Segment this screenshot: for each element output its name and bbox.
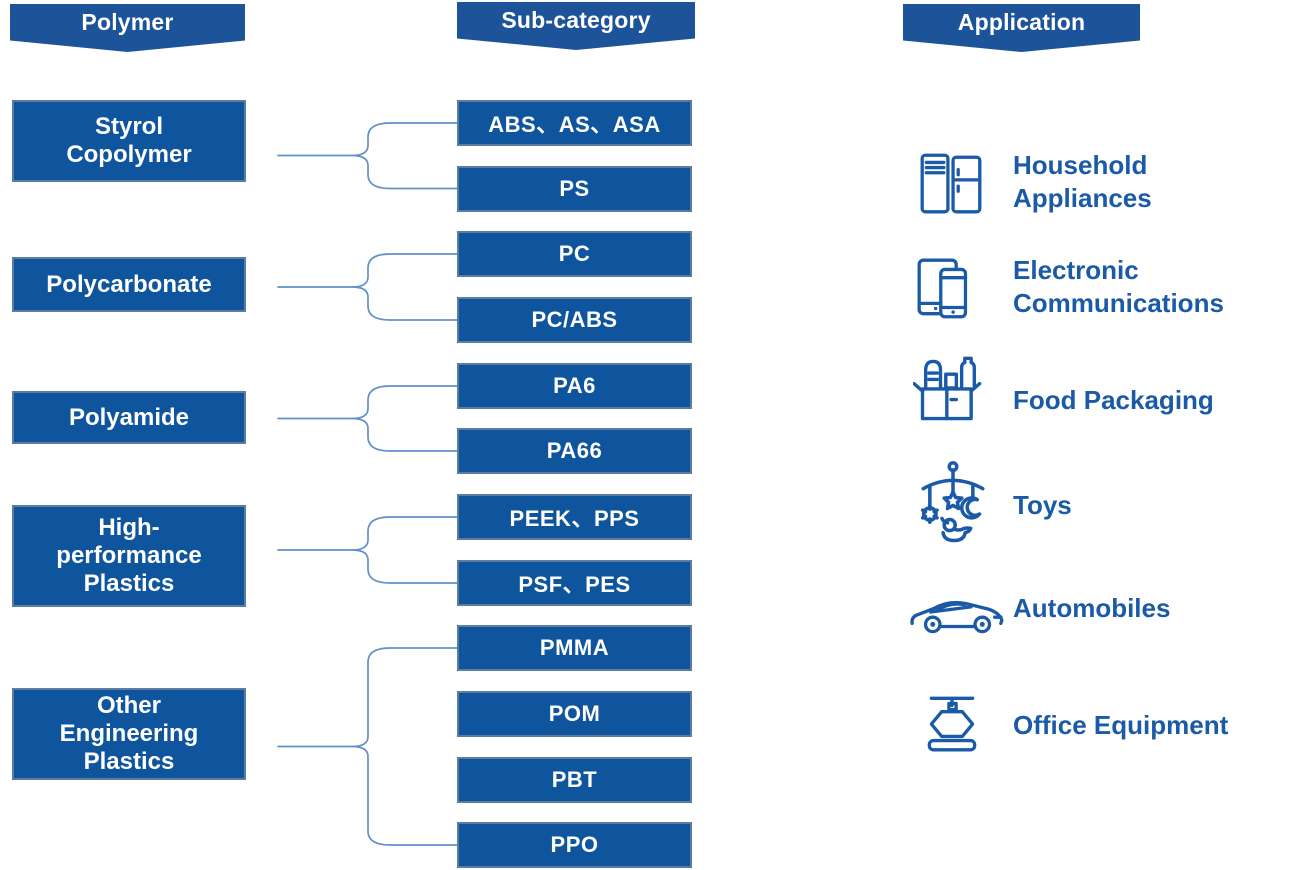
sub-category-label: PBT <box>551 767 598 792</box>
automobiles-icon <box>908 586 1006 636</box>
sub-category-label: PSF、PES <box>518 572 631 597</box>
application-label-office-equipment: Office Equipment <box>1013 710 1229 740</box>
sub-category-box-ps: PS <box>457 166 692 212</box>
application-label-household-appliances: Household Appliances <box>1013 150 1152 213</box>
brace-connector <box>351 516 458 584</box>
sub-category-label: PC <box>558 241 591 266</box>
sub-category-box-ppo: PPO <box>457 822 692 868</box>
electronic-communications-icon <box>913 253 985 325</box>
application-label-food-packaging: Food Packaging <box>1013 385 1214 415</box>
polymer-box-high-performance-plastics: High- performance Plastics <box>12 505 246 607</box>
sub-category-box-pa6: PA6 <box>457 363 692 409</box>
sub-category-label: PA6 <box>553 373 596 398</box>
sub-category-column-header: Sub-category <box>457 2 695 50</box>
polymer-column-header: Polymer <box>10 4 245 52</box>
food-packaging-icon <box>913 353 987 427</box>
sub-category-label: PA66 <box>546 438 603 463</box>
sub-category-label: ABS、AS、ASA <box>488 112 661 137</box>
polymer-label: Styrol Copolymer <box>66 113 192 168</box>
sub-category-box-psf-pes: PSF、PES <box>457 560 692 606</box>
sub-category-header-label: Sub-category <box>501 7 651 33</box>
sub-category-box-pc: PC <box>457 231 692 277</box>
polymer-box-styrol-copolymer: Styrol Copolymer <box>12 100 246 182</box>
polymer-label: High- performance Plastics <box>56 514 202 597</box>
application-column-header: Application <box>903 4 1140 52</box>
sub-category-box-abs-as-asa: ABS、AS、ASA <box>457 100 692 146</box>
brace-connector <box>351 385 458 452</box>
polymer-header-label: Polymer <box>81 9 174 35</box>
brace-connector <box>351 122 458 190</box>
sub-category-box-pc-abs: PC/ABS <box>457 297 692 343</box>
application-label-toys: Toys <box>1013 490 1072 520</box>
sub-category-box-pbt: PBT <box>457 757 692 803</box>
office-equipment-icon <box>918 690 986 754</box>
application-header-label: Application <box>957 9 1086 35</box>
polymer-box-polycarbonate: Polycarbonate <box>12 257 246 312</box>
sub-category-label: POM <box>548 701 601 726</box>
sub-category-box-peek-pps: PEEK、PPS <box>457 494 692 540</box>
brace-connector <box>351 253 458 321</box>
household-appliances-icon <box>915 147 987 219</box>
sub-category-label: PMMA <box>539 635 610 660</box>
polymer-label: Other Engineering Plastics <box>59 692 199 775</box>
sub-category-label: PS <box>559 176 590 201</box>
polymer-label: Polycarbonate <box>46 270 212 298</box>
application-label-automobiles: Automobiles <box>1013 593 1171 623</box>
sub-category-label: PEEK、PPS <box>509 506 640 531</box>
sub-category-box-pom: POM <box>457 691 692 737</box>
polymer-box-polyamide: Polyamide <box>12 391 246 444</box>
brace-connector <box>351 647 458 846</box>
sub-category-label: PPO <box>550 832 599 857</box>
polymer-label: Polyamide <box>68 403 190 431</box>
sub-category-box-pmma: PMMA <box>457 625 692 671</box>
application-label-electronic-communications: Electronic Communications <box>1013 255 1224 318</box>
polymer-box-other-engineering-plastics: Other Engineering Plastics <box>12 688 246 780</box>
toys-icon <box>913 460 993 546</box>
sub-category-box-pa66: PA66 <box>457 428 692 474</box>
sub-category-label: PC/ABS <box>531 307 618 332</box>
